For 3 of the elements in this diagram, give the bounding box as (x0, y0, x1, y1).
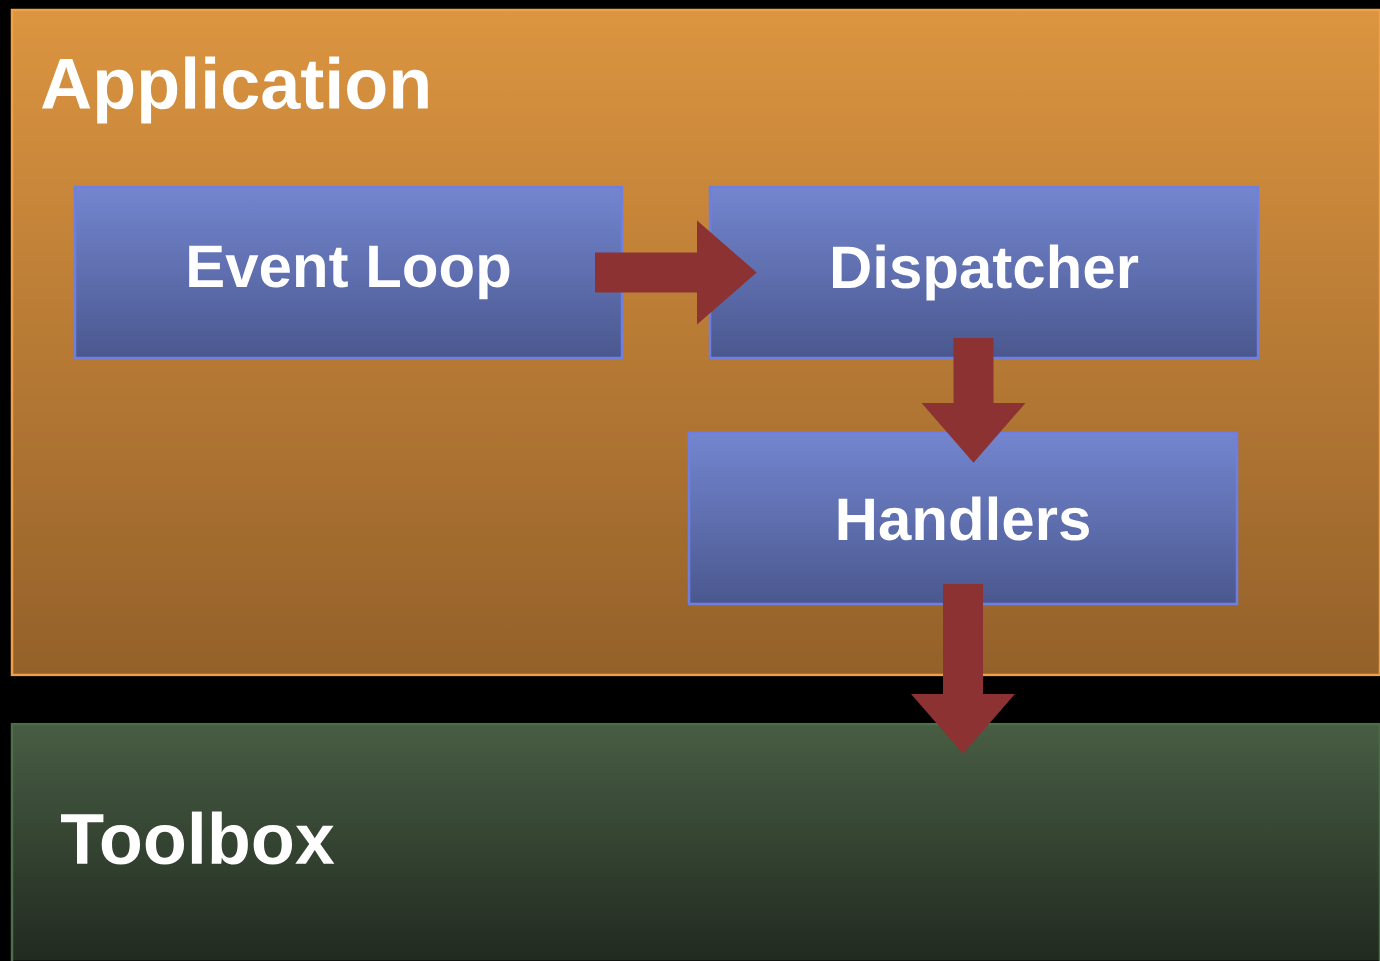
process-box: Dispatcher (708, 185, 1260, 360)
process-box: Handlers (687, 431, 1239, 606)
process-box: Event Loop (73, 185, 624, 360)
